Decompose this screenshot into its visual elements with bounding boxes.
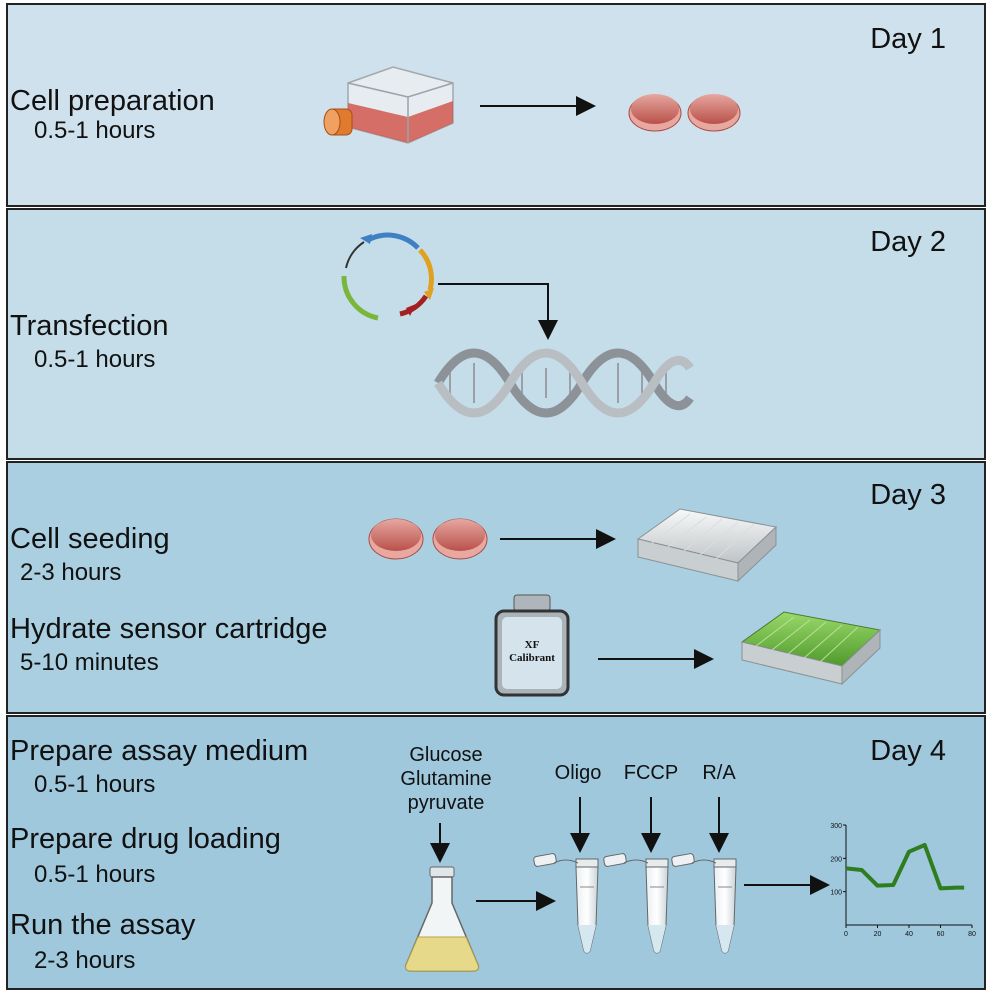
flow-arrow xyxy=(500,529,616,549)
x-tick-label: 80 xyxy=(968,931,976,938)
microtube-icon xyxy=(603,853,669,954)
plasmid-icon xyxy=(341,232,434,321)
dna-helix-icon xyxy=(434,348,694,418)
microtube-icon xyxy=(671,853,737,954)
culture-flask-icon xyxy=(323,66,454,144)
microtube-icon xyxy=(533,853,599,954)
flow-arrow xyxy=(480,96,596,116)
cell-culture-plate-icon xyxy=(636,508,778,583)
sensor-cartridge-icon xyxy=(740,611,882,686)
flow-arrow xyxy=(570,797,590,853)
step-duration: 2-3 hours xyxy=(20,559,122,586)
petri-dishes-icon xyxy=(628,94,741,132)
calibrant-label-line: Calibrant xyxy=(509,652,555,664)
step-title: Prepare assay medium xyxy=(10,735,309,767)
flow-arrow xyxy=(641,797,661,853)
ocr-line-chart: 100 200 300 0 20 40 60 80 xyxy=(830,823,976,938)
step-title: Cell seeding xyxy=(10,523,170,555)
flow-arrow xyxy=(709,797,729,853)
step-duration: 0.5-1 hours xyxy=(34,771,156,798)
x-tick-label: 0 xyxy=(844,931,848,938)
step-title: Hydrate sensor cartridge xyxy=(10,613,328,645)
medium-component: Glutamine xyxy=(400,768,492,790)
step-title: Run the assay xyxy=(10,909,196,941)
x-tick-label: 60 xyxy=(937,931,945,938)
x-tick-label: 40 xyxy=(905,931,913,938)
step-duration: 5-10 minutes xyxy=(20,649,159,676)
day-label: Day 2 xyxy=(870,226,946,258)
drug-label: R/A xyxy=(702,762,736,784)
day-label: Day 3 xyxy=(870,479,946,511)
erlenmeyer-flask-icon xyxy=(404,866,480,972)
drug-label: FCCP xyxy=(623,762,679,784)
x-tick-label: 20 xyxy=(874,931,882,938)
drug-label: Oligo xyxy=(554,762,602,784)
y-tick-label: 100 xyxy=(830,890,842,897)
panel-day-4: Day 4 Prepare assay medium 0.5-1 hours P… xyxy=(6,715,986,990)
day-label: Day 4 xyxy=(870,735,946,767)
panel-day-1: Day 1 Cell preparation 0.5-1 hours xyxy=(6,3,986,207)
panel-day-3: Day 3 Cell seeding 2-3 hours Hydrate sen… xyxy=(6,461,986,714)
step-title: Prepare drug loading xyxy=(10,823,281,855)
flow-arrow xyxy=(476,891,556,911)
calibrant-bottle-icon xyxy=(494,594,570,697)
flow-arrow xyxy=(438,283,558,340)
step-duration: 0.5-1 hours xyxy=(34,117,156,144)
flow-arrow xyxy=(598,649,714,669)
y-tick-label: 300 xyxy=(830,823,842,830)
petri-dishes-icon xyxy=(368,518,488,560)
step-duration: 0.5-1 hours xyxy=(34,861,156,888)
step-title: Cell preparation xyxy=(10,85,215,117)
panel-day-2: Day 2 Transfection 0.5-1 hours xyxy=(6,208,986,460)
medium-component: Glucose xyxy=(409,744,483,766)
step-title: Transfection xyxy=(10,310,169,342)
y-tick-label: 200 xyxy=(830,856,842,863)
medium-components: Glucose Glutamine pyruvate xyxy=(396,743,496,815)
calibrant-label: XF Calibrant xyxy=(492,639,572,665)
flow-arrow xyxy=(430,823,450,863)
calibrant-label-line: XF xyxy=(524,639,540,651)
day-label: Day 1 xyxy=(870,23,946,55)
flow-arrow xyxy=(744,875,830,895)
medium-component: pyruvate xyxy=(407,792,485,814)
step-duration: 2-3 hours xyxy=(34,947,136,974)
step-duration: 0.5-1 hours xyxy=(34,346,156,373)
series-line xyxy=(845,843,965,891)
